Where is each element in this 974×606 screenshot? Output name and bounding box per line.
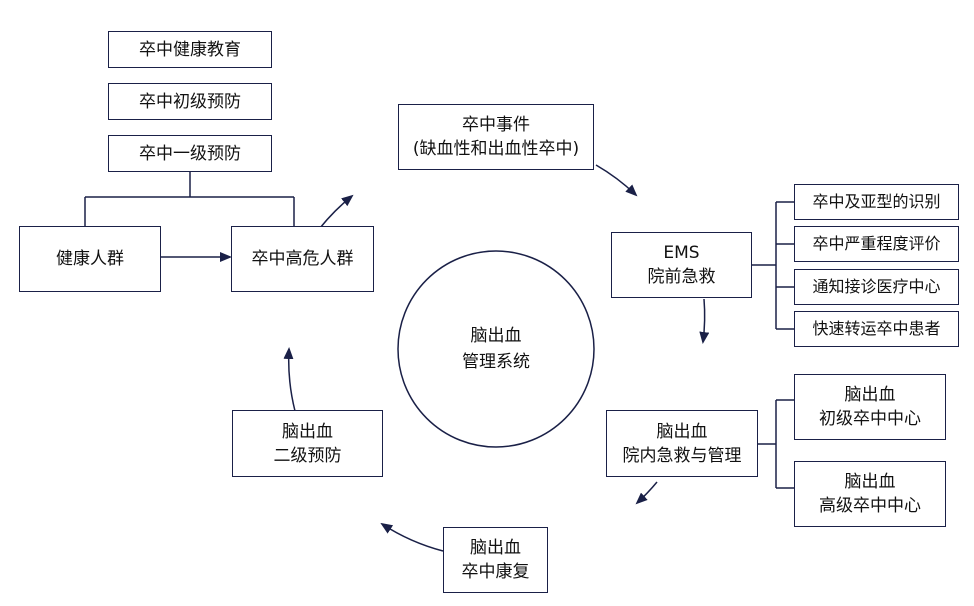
rehab-subtitle: 卒中康复 xyxy=(461,562,530,582)
ems-task-label: 快速转运卒中患者 xyxy=(812,319,941,338)
rehab-box: 脑出血 卒中康复 xyxy=(443,527,548,593)
cycle-arc-rehab-to-secondary xyxy=(380,522,444,552)
ems-task-identification-box: 卒中及亚型的识别 xyxy=(794,184,959,220)
advanced-stroke-center-box: 脑出血 高级卒中中心 xyxy=(794,461,946,527)
secondary-prevention-title: 脑出血 xyxy=(282,421,333,442)
center-circle-subtitle: 管理系统 xyxy=(462,352,530,372)
prevention-item-label: 卒中健康教育 xyxy=(139,39,241,60)
prevention-item-label: 卒中初级预防 xyxy=(139,91,241,112)
in-hospital-subtitle: 院内急救与管理 xyxy=(622,445,742,466)
center-circle xyxy=(397,250,595,448)
primary-stroke-center-box: 脑出血 初级卒中中心 xyxy=(794,374,946,440)
stroke-event-box: 卒中事件 (缺血性和出血性卒中) xyxy=(398,104,594,170)
high-risk-population-label: 卒中高危人群 xyxy=(251,249,354,269)
healthy-population-label: 健康人群 xyxy=(56,249,124,269)
prevention-health-education-box: 卒中健康教育 xyxy=(108,31,272,68)
high-risk-population-box: 卒中高危人群 xyxy=(231,226,374,292)
stroke-event-title: 卒中事件 xyxy=(462,115,530,135)
prevention-item-label: 卒中一级预防 xyxy=(139,143,241,164)
prevention-first-level-box: 卒中一级预防 xyxy=(108,135,272,172)
cycle-arc-hospital-to-rehab xyxy=(635,481,658,505)
secondary-prevention-box: 脑出血 二级预防 xyxy=(232,410,383,477)
center-circle-title: 脑出血 xyxy=(470,326,522,346)
ems-subtitle: 院前急救 xyxy=(647,267,716,287)
ems-task-transfer-box: 快速转运卒中患者 xyxy=(794,311,959,347)
in-hospital-title: 脑出血 xyxy=(656,421,708,442)
cycle-arc-ems-to-hospital xyxy=(699,298,710,344)
ems-task-label: 通知接诊医疗中心 xyxy=(812,277,941,296)
ems-box: EMS 院前急救 xyxy=(611,232,752,298)
in-hospital-box: 脑出血 院内急救与管理 xyxy=(606,410,758,477)
prevention-primary-box: 卒中初级预防 xyxy=(108,83,272,120)
healthy-population-box: 健康人群 xyxy=(19,226,161,292)
cycle-arc-secondary-to-highrisk xyxy=(283,347,296,412)
ems-task-severity-box: 卒中严重程度评价 xyxy=(794,226,959,262)
rehab-title: 脑出血 xyxy=(470,538,521,558)
center-subtitle: 高级卒中中心 xyxy=(819,496,921,516)
ems-task-label: 卒中严重程度评价 xyxy=(812,234,941,253)
ems-title: EMS xyxy=(663,243,700,263)
center-title: 脑出血 xyxy=(844,385,896,405)
stroke-event-subtitle: (缺血性和出血性卒中) xyxy=(412,139,580,159)
center-title: 脑出血 xyxy=(844,472,896,492)
center-circle-label: 脑出血 管理系统 xyxy=(420,320,572,378)
secondary-prevention-subtitle: 二级预防 xyxy=(273,445,342,466)
ems-task-notify-box: 通知接诊医疗中心 xyxy=(794,269,959,305)
center-subtitle: 初级卒中中心 xyxy=(819,409,921,429)
ems-task-label: 卒中及亚型的识别 xyxy=(812,192,941,211)
cycle-arc-highrisk-to-event xyxy=(319,194,354,229)
cycle-arc-event-to-ems xyxy=(595,164,638,197)
